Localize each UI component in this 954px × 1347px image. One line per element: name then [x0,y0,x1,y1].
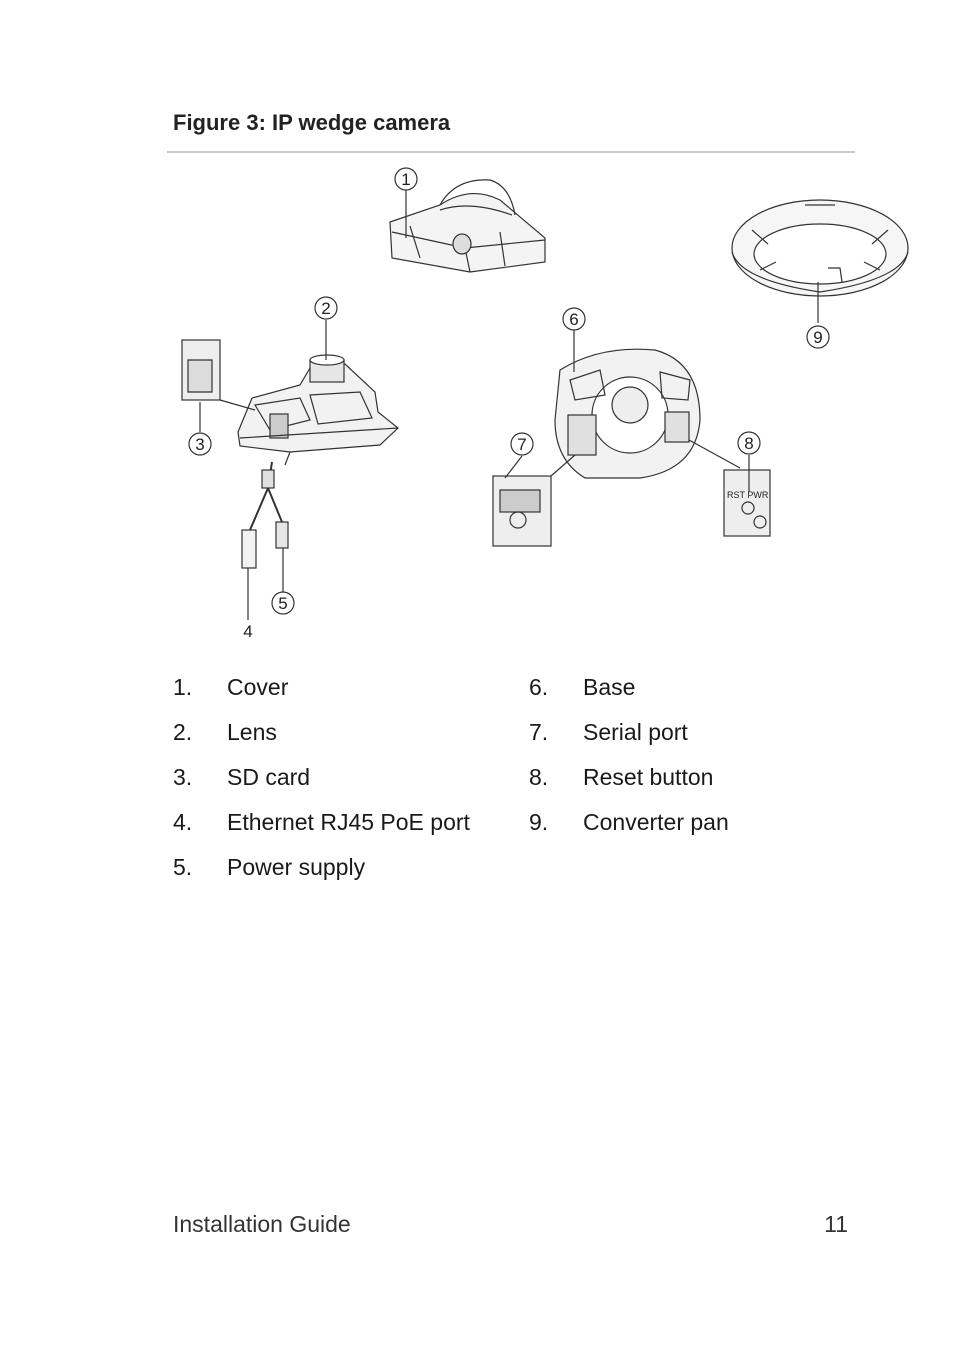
legend-number: 3. [173,764,193,790]
legend-item: 1. Cover [173,670,513,715]
legend-item: 5. Power supply [173,850,513,895]
callout-4: 4 [243,622,252,641]
title-divider [167,151,855,153]
legend-label: Ethernet RJ45 PoE port [227,809,470,835]
legend-number: 6. [529,674,549,700]
legend-label: SD card [227,764,311,790]
callout-5: 5 [278,594,287,613]
figure-title: Figure 3: IP wedge camera [173,110,451,135]
callout-2: 2 [321,299,330,318]
legend-left: 1. Cover 2. Lens 3. SD card 4. Ethernet RJ45… [173,670,513,895]
legend-number: 5. [173,854,193,880]
camera-diagram: RST PWR 1 2 3 4 5 6 7 8 9 [181,167,909,641]
legend-number: 2. [173,719,193,745]
reset-button-inset [723,469,771,537]
callout-6: 6 [569,310,578,329]
callout-3: 3 [195,435,204,454]
legend-label: Lens [227,719,277,745]
legend-number: 4. [173,809,193,835]
legend-right: 6. Base 7. Serial port 8. Reset button 9. Co… [529,670,829,850]
callout-1: 1 [401,170,410,189]
page-number: 11 [824,1211,848,1237]
callout-7: 7 [517,435,526,454]
cable-illustration [241,461,289,569]
legend-item: 3. SD card [173,760,513,805]
reset-label: RST PWR [727,490,769,500]
footer-title: Installation Guide [173,1211,351,1237]
cover-illustration [389,179,546,273]
legend-item: 6. Base [529,670,829,715]
legend-item: 8. Reset button [529,760,829,805]
legend-item: 7. Serial port [529,715,829,760]
legend-label: Reset button [583,764,714,790]
legend-label: Power supply [227,854,366,880]
legend-label: Cover [227,674,289,700]
callout-9: 9 [813,328,822,347]
legend-label: Serial port [583,719,688,745]
legend-number: 7. [529,719,549,745]
legend-number: 9. [529,809,549,835]
legend-label: Converter pan [583,809,729,835]
converter-pan-illustration [731,199,909,297]
base-illustration [554,348,701,479]
legend-item: 9. Converter pan [529,805,829,850]
legend-number: 8. [529,764,549,790]
legend-label: Base [583,674,636,700]
camera-module-illustration [237,354,399,466]
callout-8: 8 [744,434,753,453]
legend-item: 4. Ethernet RJ45 PoE port [173,805,513,850]
legend-number: 1. [173,674,193,700]
legend-item: 2. Lens [173,715,513,760]
